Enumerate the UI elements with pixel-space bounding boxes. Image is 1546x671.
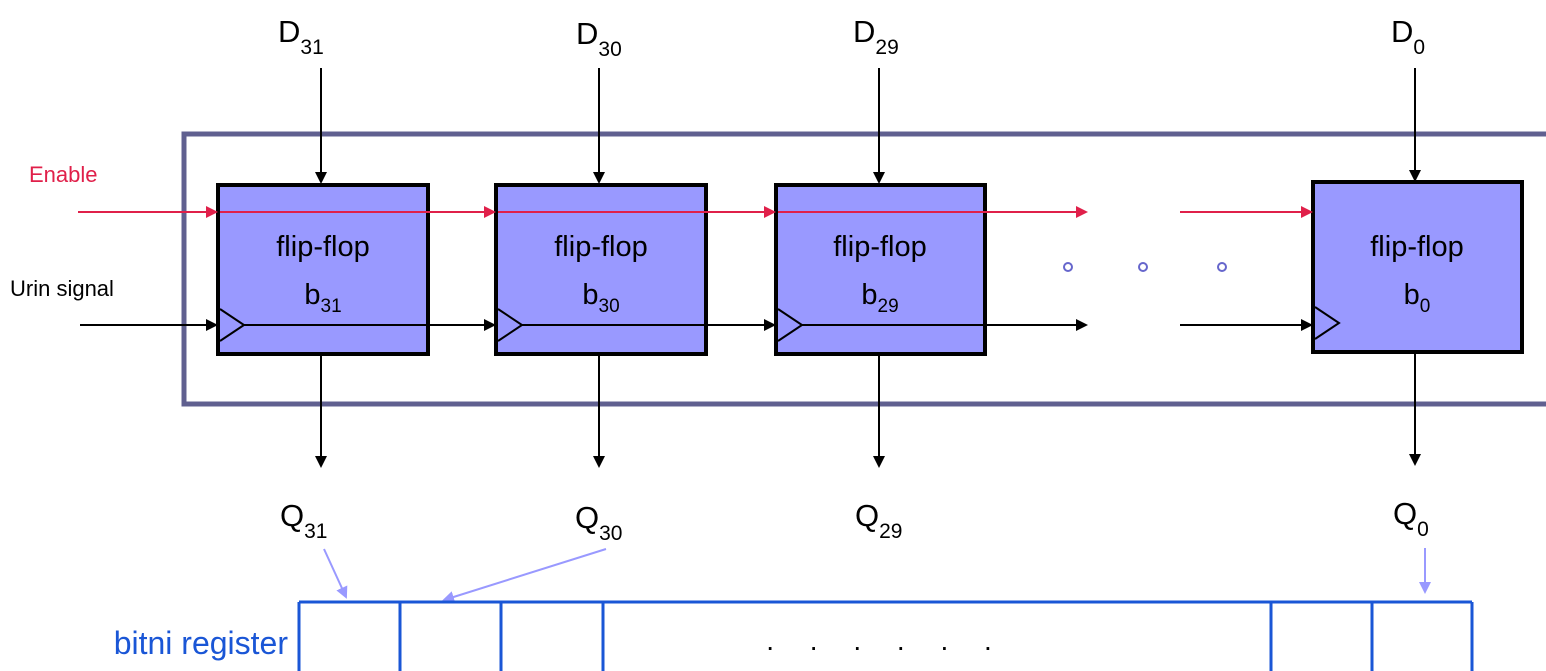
output-label-q30: Q30 xyxy=(575,500,622,545)
ellipsis-dot xyxy=(1138,262,1148,272)
flipflop-b30 xyxy=(494,183,708,356)
input-label-d31: D31 xyxy=(278,14,324,59)
register-label: bitni register xyxy=(114,625,289,661)
flipflop-bit-label: b30 xyxy=(582,279,619,317)
flipflop-label: flip-flop xyxy=(276,231,370,263)
register-strip xyxy=(297,600,1474,671)
enable-label: Enable xyxy=(29,162,98,187)
flipflop-bit-label: b29 xyxy=(861,279,898,317)
pointer-arrow xyxy=(442,548,607,603)
clock-signal-label: Urin signal xyxy=(10,276,114,301)
output-label-q29: Q29 xyxy=(855,498,902,543)
flipflop-label: flip-flop xyxy=(554,231,648,263)
flipflop-label: flip-flop xyxy=(833,231,927,263)
flipflop-b0 xyxy=(1311,180,1524,354)
input-label-d29: D29 xyxy=(853,14,899,59)
input-label-d0: D0 xyxy=(1391,14,1425,59)
ellipsis-dot xyxy=(1217,262,1227,272)
flipflop-b31 xyxy=(216,183,430,356)
flipflop-label: flip-flop xyxy=(1370,231,1464,263)
flipflop-bit-label: b0 xyxy=(1404,279,1431,317)
input-label-d30: D30 xyxy=(576,16,622,61)
output-label-q31: Q31 xyxy=(280,498,327,543)
register-enclosure xyxy=(181,131,1546,407)
ellipsis-dot xyxy=(1063,262,1073,272)
pointer-arrow xyxy=(323,548,348,599)
flipflop-bit-label: b31 xyxy=(304,279,341,317)
register-ellipsis: . . . . . . xyxy=(766,625,1006,656)
flipflop-b29 xyxy=(774,183,987,356)
output-label-q0: Q0 xyxy=(1393,496,1429,541)
clock-triangle-icon xyxy=(1314,306,1341,340)
